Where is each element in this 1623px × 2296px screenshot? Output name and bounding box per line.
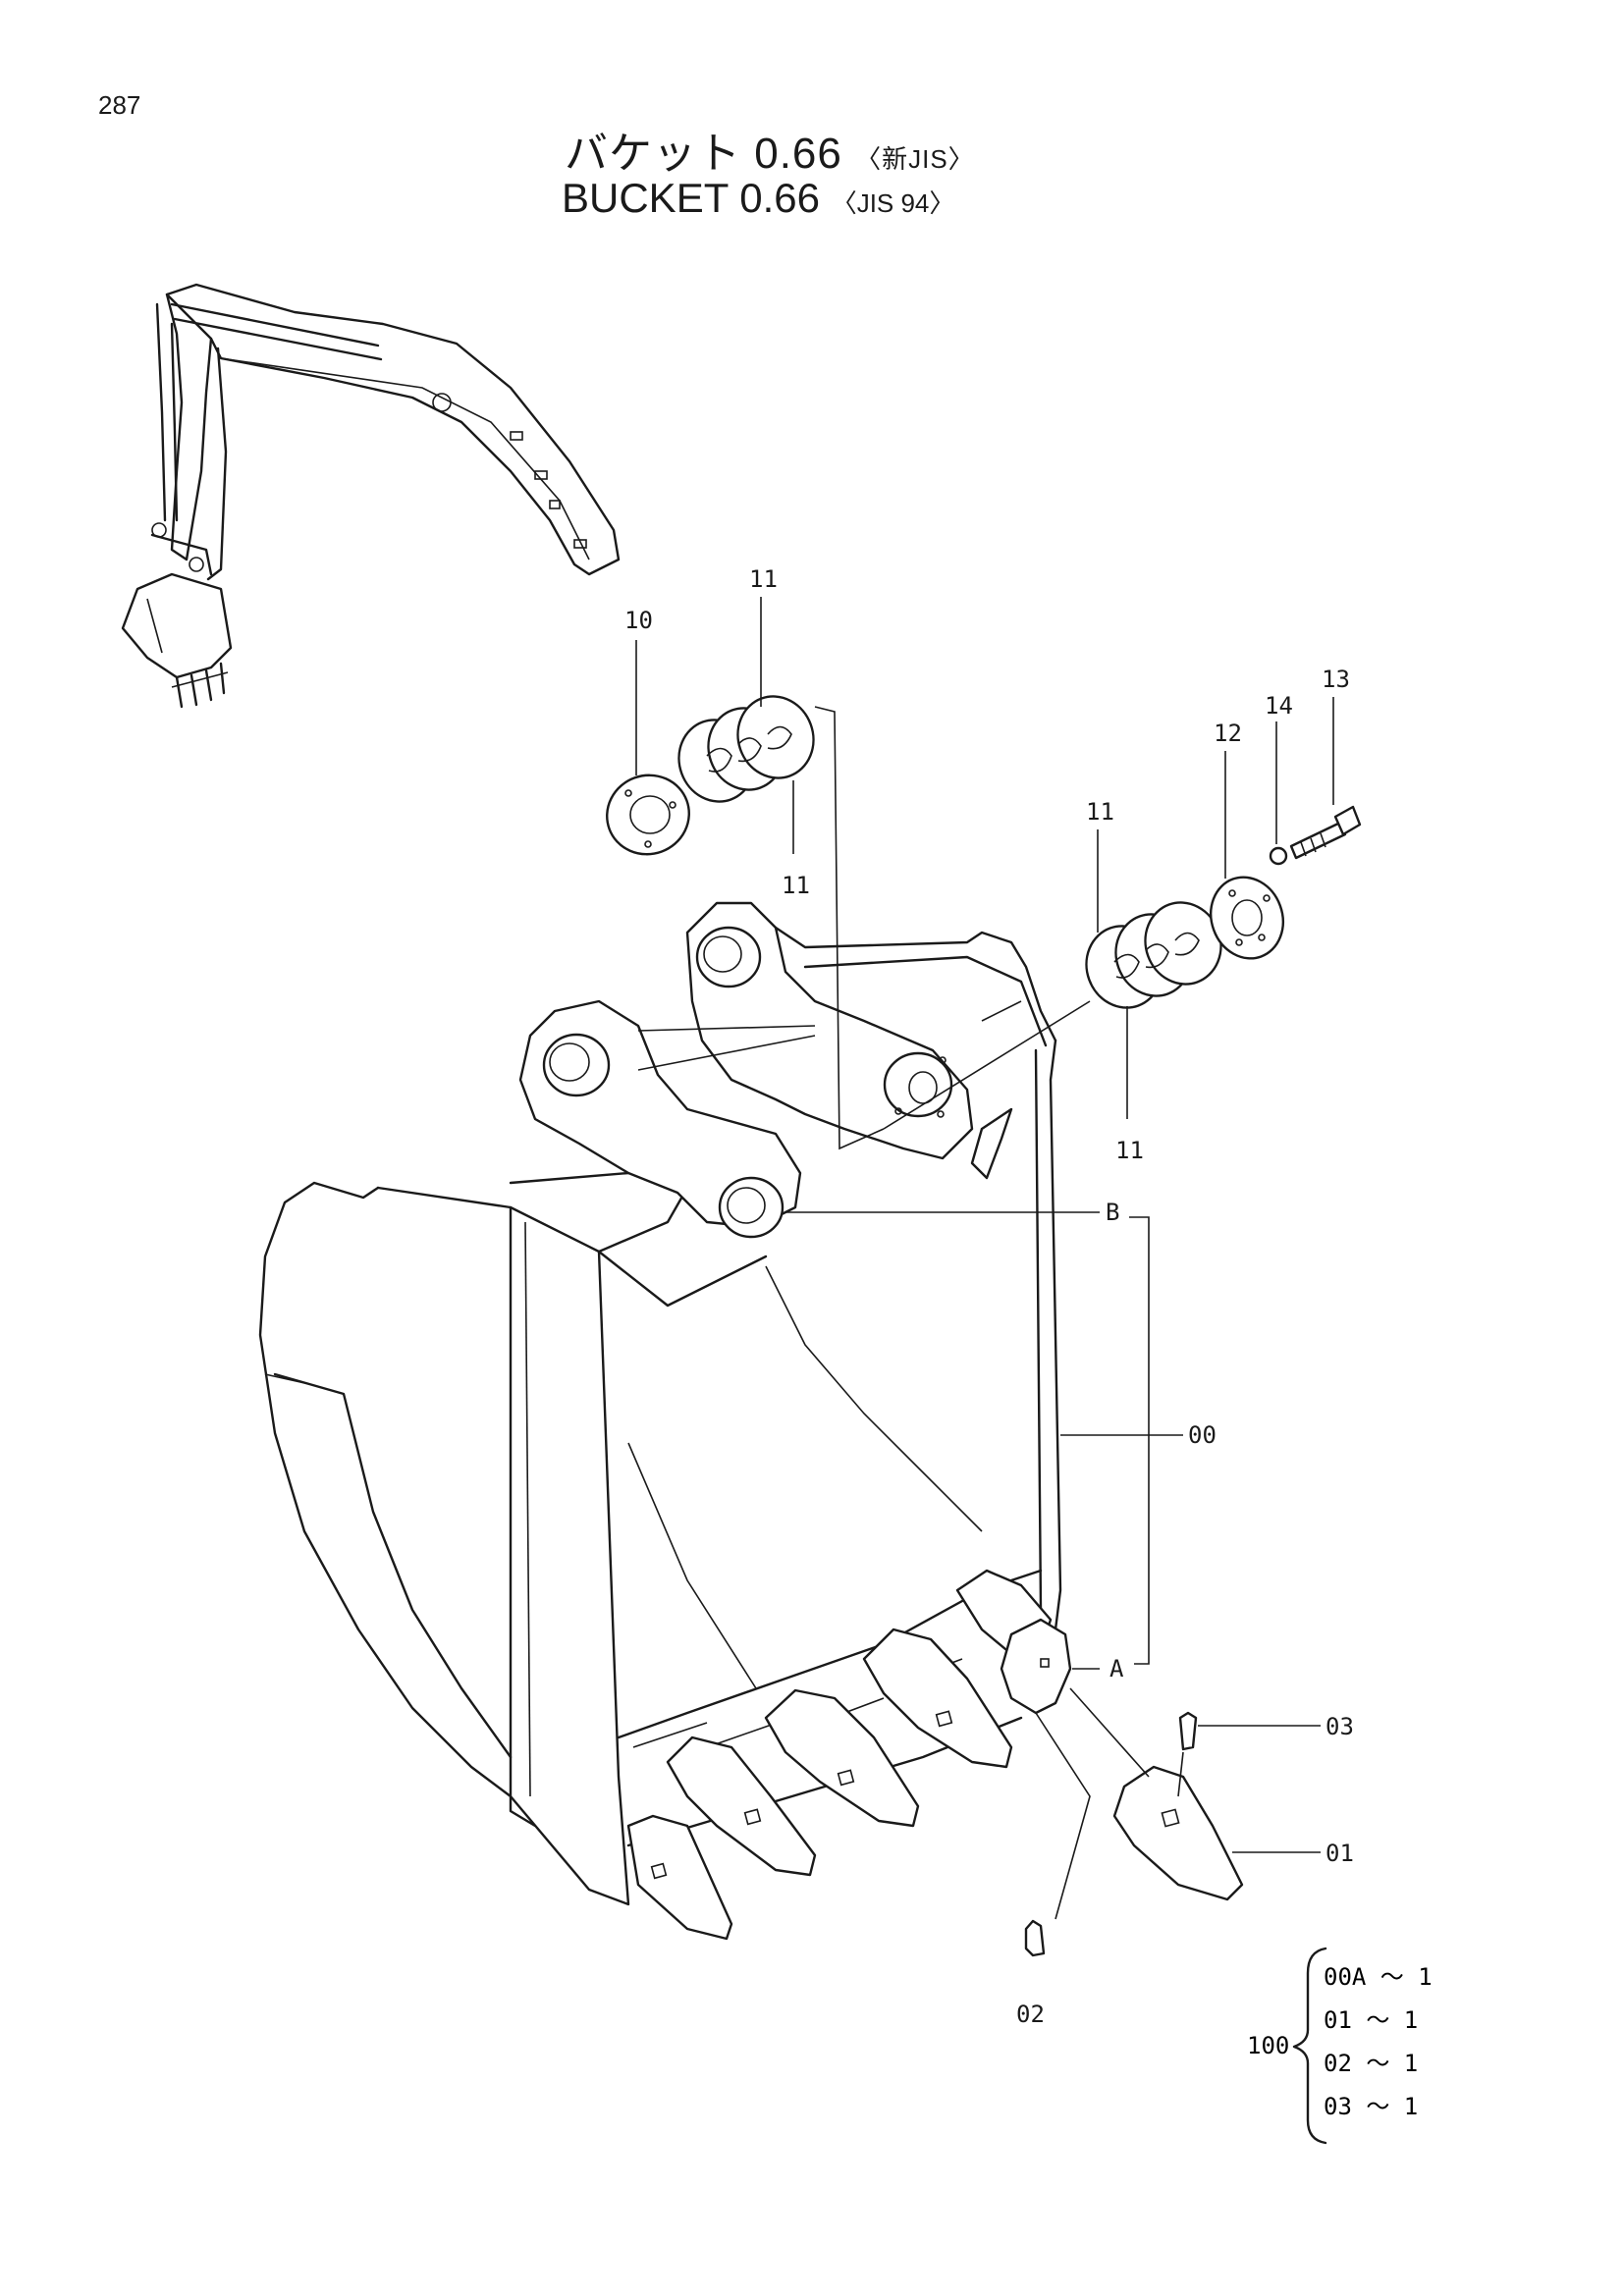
callout-B: B [1106, 1199, 1119, 1226]
title-en-standard: 〈JIS 94〉 [831, 188, 955, 218]
exploded-parts [606, 695, 1362, 1150]
callout-02: 02 [1016, 2001, 1045, 2028]
title-jp-standard: 〈新JIS〉 [855, 144, 975, 174]
kit-item-4: 03 ～ 1 [1324, 2093, 1418, 2120]
callout-12: 12 [1214, 720, 1242, 747]
title-jp-main: バケット 0.66 [565, 130, 842, 178]
callout-11-right-bottom: 11 [1115, 1137, 1144, 1164]
callout-01: 01 [1325, 1840, 1354, 1867]
page-number: 287 [98, 90, 141, 120]
kit-composition: 100 00A ～ 1 01 ～ 1 02 ～ 1 03 ～ 1 [1247, 1947, 1433, 2145]
callout-11-right-top: 11 [1086, 798, 1114, 826]
callout-03: 03 [1325, 1713, 1354, 1740]
callout-13: 13 [1322, 666, 1350, 693]
kit-item-2: 01 ～ 1 [1324, 2006, 1418, 2034]
title-english: BUCKET 0.66 〈JIS 94〉 [562, 175, 954, 222]
leader-lines [635, 597, 1334, 1853]
bucket-assembly [258, 901, 1244, 1957]
bucket-teeth [626, 1569, 1053, 1941]
kit-label: 100 [1247, 2032, 1289, 2059]
callout-11-top: 11 [749, 565, 778, 593]
title-en-main: BUCKET 0.66 [562, 175, 821, 221]
callout-00: 00 [1188, 1421, 1217, 1449]
kit-item-1: 00A ～ 1 [1324, 1963, 1433, 1991]
excavator-arm-illustration [121, 283, 621, 709]
title-japanese: バケット 0.66 〈新JIS〉 [565, 118, 975, 181]
callout-10: 10 [624, 607, 653, 634]
kit-item-3: 02 ～ 1 [1324, 2050, 1418, 2077]
callout-A: A [1109, 1655, 1124, 1682]
callout-11-lower-left: 11 [782, 872, 810, 899]
callout-14: 14 [1265, 692, 1293, 720]
callout-labels: 10 11 11 11 11 12 13 14 B 00 A 03 01 02 [624, 565, 1354, 2028]
